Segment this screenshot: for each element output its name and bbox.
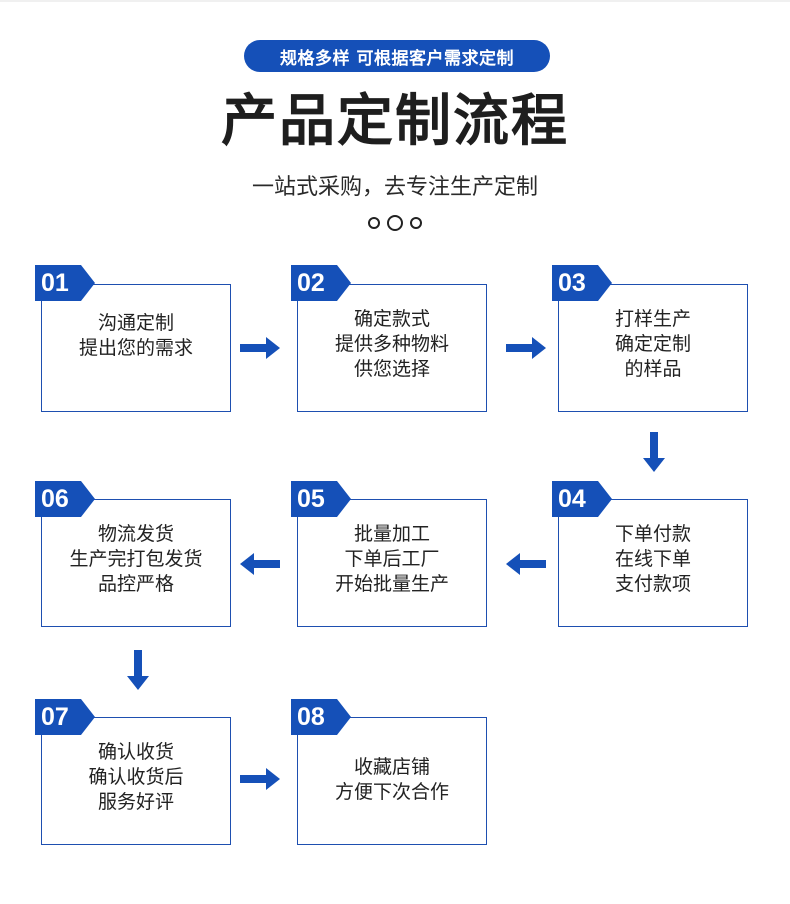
arrow-icon — [643, 432, 665, 472]
step-number-02: 02 — [297, 269, 325, 297]
arrow-icon — [506, 553, 546, 575]
arrow-icon — [240, 768, 280, 790]
dots-icon — [368, 215, 422, 231]
step-badge-04: 04 — [552, 481, 612, 517]
step-box-08: 收藏店铺 方便下次合作 — [297, 717, 487, 845]
step-box-05: 批量加工 下单后工厂 开始批量生产 — [297, 499, 487, 627]
step-box-02: 确定款式 提供多种物料 供您选择 — [297, 284, 487, 412]
step-text-03: 打样生产 确定定制 的样品 — [614, 308, 691, 380]
step-text-06: 物流发货 生产完打包发货 品控严格 — [69, 523, 203, 595]
step-number-01: 01 — [41, 269, 69, 297]
step-box-06: 物流发货 生产完打包发货 品控严格 — [41, 499, 231, 627]
step-badge-05: 05 — [291, 481, 351, 517]
step-text-01: 沟通定制 提出您的需求 — [78, 312, 193, 359]
step-number-04: 04 — [558, 485, 586, 513]
top-divider — [0, 0, 790, 2]
step-box-03: 打样生产 确定定制 的样品 — [558, 284, 748, 412]
step-badge-06: 06 — [35, 481, 95, 517]
step-number-05: 05 — [297, 485, 325, 513]
step-badge-03: 03 — [552, 265, 612, 301]
arrow-icon — [240, 553, 280, 575]
step-number-06: 06 — [41, 485, 69, 513]
header-pill: 规格多样 可根据客户需求定制 — [244, 40, 550, 72]
step-number-03: 03 — [558, 269, 586, 297]
step-text-08: 收藏店铺 方便下次合作 — [334, 756, 449, 803]
arrow-icon — [506, 337, 546, 359]
page-subtitle: 一站式采购，去专注生产定制 — [251, 175, 538, 200]
step-badge-07: 07 — [35, 699, 95, 735]
step-badge-02: 02 — [291, 265, 351, 301]
arrow-icon — [127, 650, 149, 690]
step-number-08: 08 — [297, 703, 325, 731]
step-box-04: 下单付款 在线下单 支付款项 — [558, 499, 748, 627]
arrow-icon — [240, 337, 280, 359]
step-box-07: 确认收货 确认收货后 服务好评 — [41, 717, 231, 845]
step-badge-01: 01 — [35, 265, 95, 301]
step-number-07: 07 — [41, 703, 69, 731]
header-pill-text: 规格多样 可根据客户需求定制 — [280, 48, 514, 69]
step-text-05: 批量加工 下单后工厂 开始批量生产 — [334, 523, 449, 595]
step-text-07: 确认收货 确认收货后 服务好评 — [88, 741, 184, 813]
step-badge-08: 08 — [291, 699, 351, 735]
step-box-01: 沟通定制 提出您的需求 — [41, 284, 231, 412]
step-text-04: 下单付款 在线下单 支付款项 — [614, 523, 691, 595]
step-text-02: 确定款式 提供多种物料 供您选择 — [334, 308, 449, 380]
page-title: 产品定制流程 — [221, 89, 569, 154]
